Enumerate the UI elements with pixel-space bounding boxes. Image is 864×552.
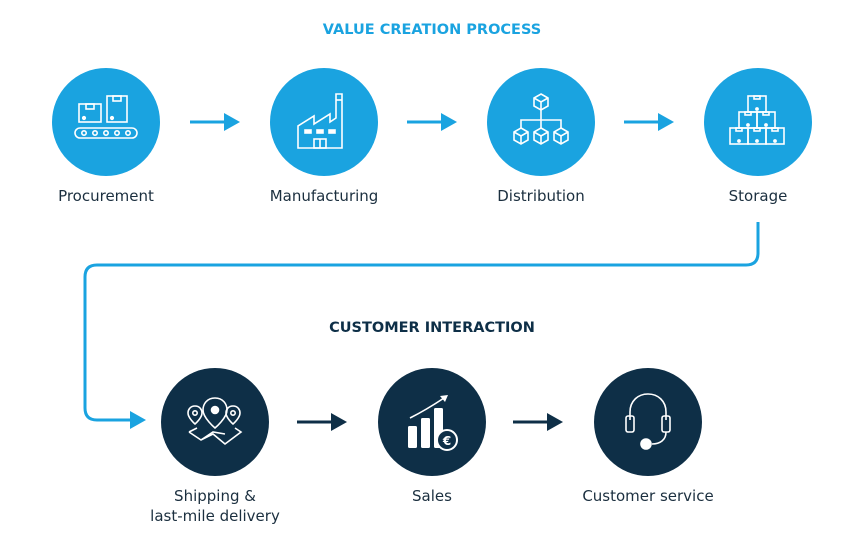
distribution-label: Distribution [497, 187, 585, 205]
step-distribution: Distribution [451, 68, 631, 206]
distribution-circle [487, 68, 595, 176]
shipping-circle [161, 368, 269, 476]
arrow-procurement-to-manufacturing [190, 113, 240, 131]
arrow-sales-to-customer-service [513, 413, 563, 431]
sales-label: Sales [412, 487, 452, 505]
factory-icon [297, 93, 343, 149]
manufacturing-circle [270, 68, 378, 176]
step-customer-service: Customer service [558, 368, 738, 506]
stacked-boxes-icon [729, 95, 785, 145]
euro-symbol: € [442, 434, 451, 448]
step-procurement: Procurement [16, 68, 196, 206]
conveyor-boxes-icon [74, 95, 138, 139]
shipping-label-line1: Shipping & [174, 487, 256, 505]
sales-growth-euro-icon: € [408, 395, 458, 451]
shipping-label-line2: last-mile delivery [150, 507, 280, 525]
customer-interaction-title: CUSTOMER INTERACTION [329, 320, 535, 336]
map-pins-icon [187, 397, 243, 446]
customer-service-circle [594, 368, 702, 476]
arrow-shipping-to-sales [297, 413, 347, 431]
arrow-manufacturing-to-distribution [407, 113, 457, 131]
value-creation-title: VALUE CREATION PROCESS [322, 22, 542, 38]
shipping-label: Shipping & last-mile delivery [125, 486, 305, 526]
step-manufacturing: Manufacturing [234, 68, 414, 206]
connector-storage-to-shipping [83, 222, 760, 429]
sales-circle: € [378, 368, 486, 476]
arrow-distribution-to-storage [624, 113, 674, 131]
step-shipping: Shipping & last-mile delivery [125, 368, 305, 526]
step-storage: Storage [668, 68, 848, 206]
storage-label: Storage [728, 187, 788, 205]
cube-top [533, 93, 549, 111]
manufacturing-label: Manufacturing [269, 187, 379, 205]
headset-icon [625, 393, 671, 450]
procurement-label: Procurement [58, 187, 154, 205]
storage-circle [704, 68, 812, 176]
step-sales: € Sales [342, 368, 522, 506]
procurement-circle [52, 68, 160, 176]
distribution-network-icon [513, 93, 569, 145]
customer-service-label: Customer service [582, 487, 714, 505]
